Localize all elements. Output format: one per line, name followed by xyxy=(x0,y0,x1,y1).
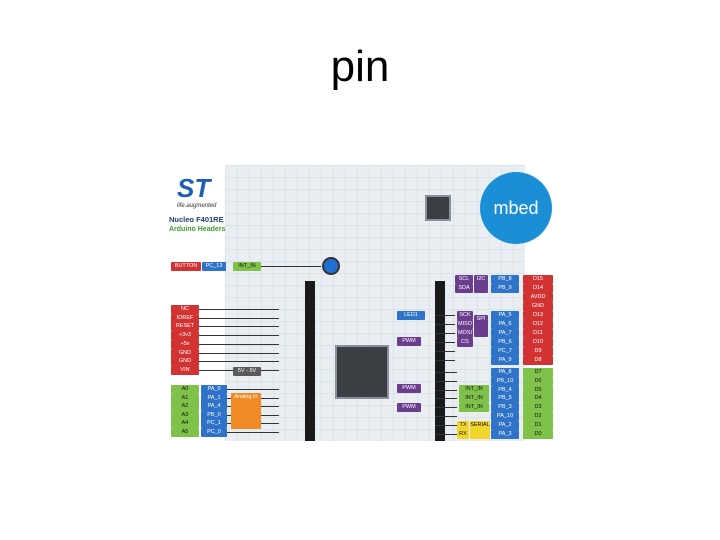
digital-mcu-pin: PB_5 xyxy=(491,394,519,404)
spi-bus-label: SPI xyxy=(474,315,488,337)
i2c-arduino-label: D15 xyxy=(523,275,553,284)
analog-mcu-pin: PC_0 xyxy=(201,428,227,437)
int-in-label: INT_IN xyxy=(459,402,489,412)
spi-mcu-pin: PA_9 xyxy=(491,356,519,365)
right-power-label: AVDD xyxy=(523,293,553,302)
board-image xyxy=(225,165,525,441)
digital-arduino-label: D3 xyxy=(523,403,553,413)
mcu-chip xyxy=(335,345,389,399)
st-logo: ST xyxy=(177,173,211,203)
spi-mcu-pin: PC_7 xyxy=(491,347,519,356)
button-pin: PC_13 xyxy=(202,262,226,271)
spi-arduino-label: D11 xyxy=(523,329,553,338)
spi-signal: MISO xyxy=(457,320,473,329)
pwm-label: PWM xyxy=(397,337,421,346)
user-button xyxy=(322,257,340,275)
analog-arduino-label: A2 xyxy=(171,402,199,412)
digital-arduino-label: D1 xyxy=(523,420,553,430)
spi-arduino-label: D8 xyxy=(523,356,553,365)
spi-arduino-label: D9 xyxy=(523,347,553,356)
analog-arduino-label: A0 xyxy=(171,385,199,394)
power-pin-label: VIN xyxy=(171,365,199,375)
analog-in-label: Analog In xyxy=(231,393,261,429)
power-pin-label: NC xyxy=(171,305,199,314)
analog-mcu-pin: PA_1 xyxy=(201,393,227,403)
analog-arduino-label: A4 xyxy=(171,419,199,429)
int-in-label: INT_IN xyxy=(459,385,489,394)
digital-mcu-pin: PA_8 xyxy=(491,368,519,377)
power-pin-label: IOREF xyxy=(171,313,199,323)
i2c-bus-label: I2C xyxy=(474,275,488,293)
spi-arduino-label: D10 xyxy=(523,338,553,347)
st-tagline: life.augmented xyxy=(177,203,217,209)
mbed-logo: mbed xyxy=(480,172,552,244)
i2c-signal: SCL xyxy=(455,275,473,284)
spi-mcu-pin: PA_5 xyxy=(491,311,519,320)
digital-mcu-pin: PB_10 xyxy=(491,376,519,386)
analog-arduino-label: A1 xyxy=(171,393,199,403)
spi-signal: SCK xyxy=(457,311,473,320)
stlink-chip xyxy=(425,195,451,221)
analog-mcu-pin: PB_0 xyxy=(201,410,227,420)
int-in-label: INT_IN xyxy=(459,393,489,403)
spi-arduino-label: D12 xyxy=(523,320,553,329)
serial-bus-label: SERIAL xyxy=(470,421,490,439)
digital-mcu-pin: PB_3 xyxy=(491,403,519,413)
analog-arduino-label: A5 xyxy=(171,428,199,437)
digital-arduino-label: D5 xyxy=(523,385,553,395)
i2c-arduino-label: D14 xyxy=(523,284,553,293)
serial-signal: TX xyxy=(457,421,469,430)
right-power-label: GND xyxy=(523,302,553,311)
digital-mcu-pin: PA_10 xyxy=(491,412,519,421)
spi-signal: CS xyxy=(457,338,473,347)
left-header xyxy=(305,281,315,441)
power-note: 5V - 5V xyxy=(233,367,261,376)
i2c-mcu-pin: PB_8 xyxy=(491,275,519,284)
analog-arduino-label: A3 xyxy=(171,410,199,420)
right-header xyxy=(435,281,445,441)
spi-mcu-pin: PA_7 xyxy=(491,329,519,338)
analog-mcu-pin: PA_4 xyxy=(201,402,227,412)
power-pin-label: RESET xyxy=(171,322,199,332)
spi-mcu-pin: PB_6 xyxy=(491,338,519,347)
digital-mcu-pin: PA_2 xyxy=(491,420,519,430)
led-label: LED1 xyxy=(397,311,425,320)
board-name: Nucleo F401RE xyxy=(169,215,224,224)
power-pin-label: GND xyxy=(171,348,199,358)
analog-mcu-pin: PC_1 xyxy=(201,419,227,429)
i2c-mcu-pin: PB_9 xyxy=(491,284,519,293)
power-pin-label: GND xyxy=(171,357,199,367)
pwm-label: PWM xyxy=(397,384,421,393)
nucleo-pinout-diagram: ST life.augmented Nucleo F401RE Arduino … xyxy=(165,165,557,441)
power-pin-label: +5v xyxy=(171,339,199,349)
digital-arduino-label: D2 xyxy=(523,412,553,421)
digital-mcu-pin: PB_4 xyxy=(491,385,519,395)
power-pin-label: +3v3 xyxy=(171,331,199,341)
digital-arduino-label: D4 xyxy=(523,394,553,404)
i2c-signal: SDA xyxy=(455,284,473,293)
digital-arduino-label: D0 xyxy=(523,429,553,439)
digital-arduino-label: D6 xyxy=(523,376,553,386)
pwm-label: PWM xyxy=(397,403,421,412)
spi-arduino-label: D13 xyxy=(523,311,553,320)
analog-mcu-pin: PA_0 xyxy=(201,385,227,394)
spi-signal: MOSI xyxy=(457,329,473,338)
digital-mcu-pin: PA_3 xyxy=(491,429,519,439)
serial-signal: RX xyxy=(457,429,469,439)
headers-label: Arduino Headers xyxy=(169,226,226,233)
spi-mcu-pin: PA_6 xyxy=(491,320,519,329)
digital-arduino-label: D7 xyxy=(523,368,553,377)
button-mode: INT_IN xyxy=(233,262,261,271)
button-label: BUTTON xyxy=(171,262,201,271)
slide-title: pin xyxy=(330,42,390,91)
